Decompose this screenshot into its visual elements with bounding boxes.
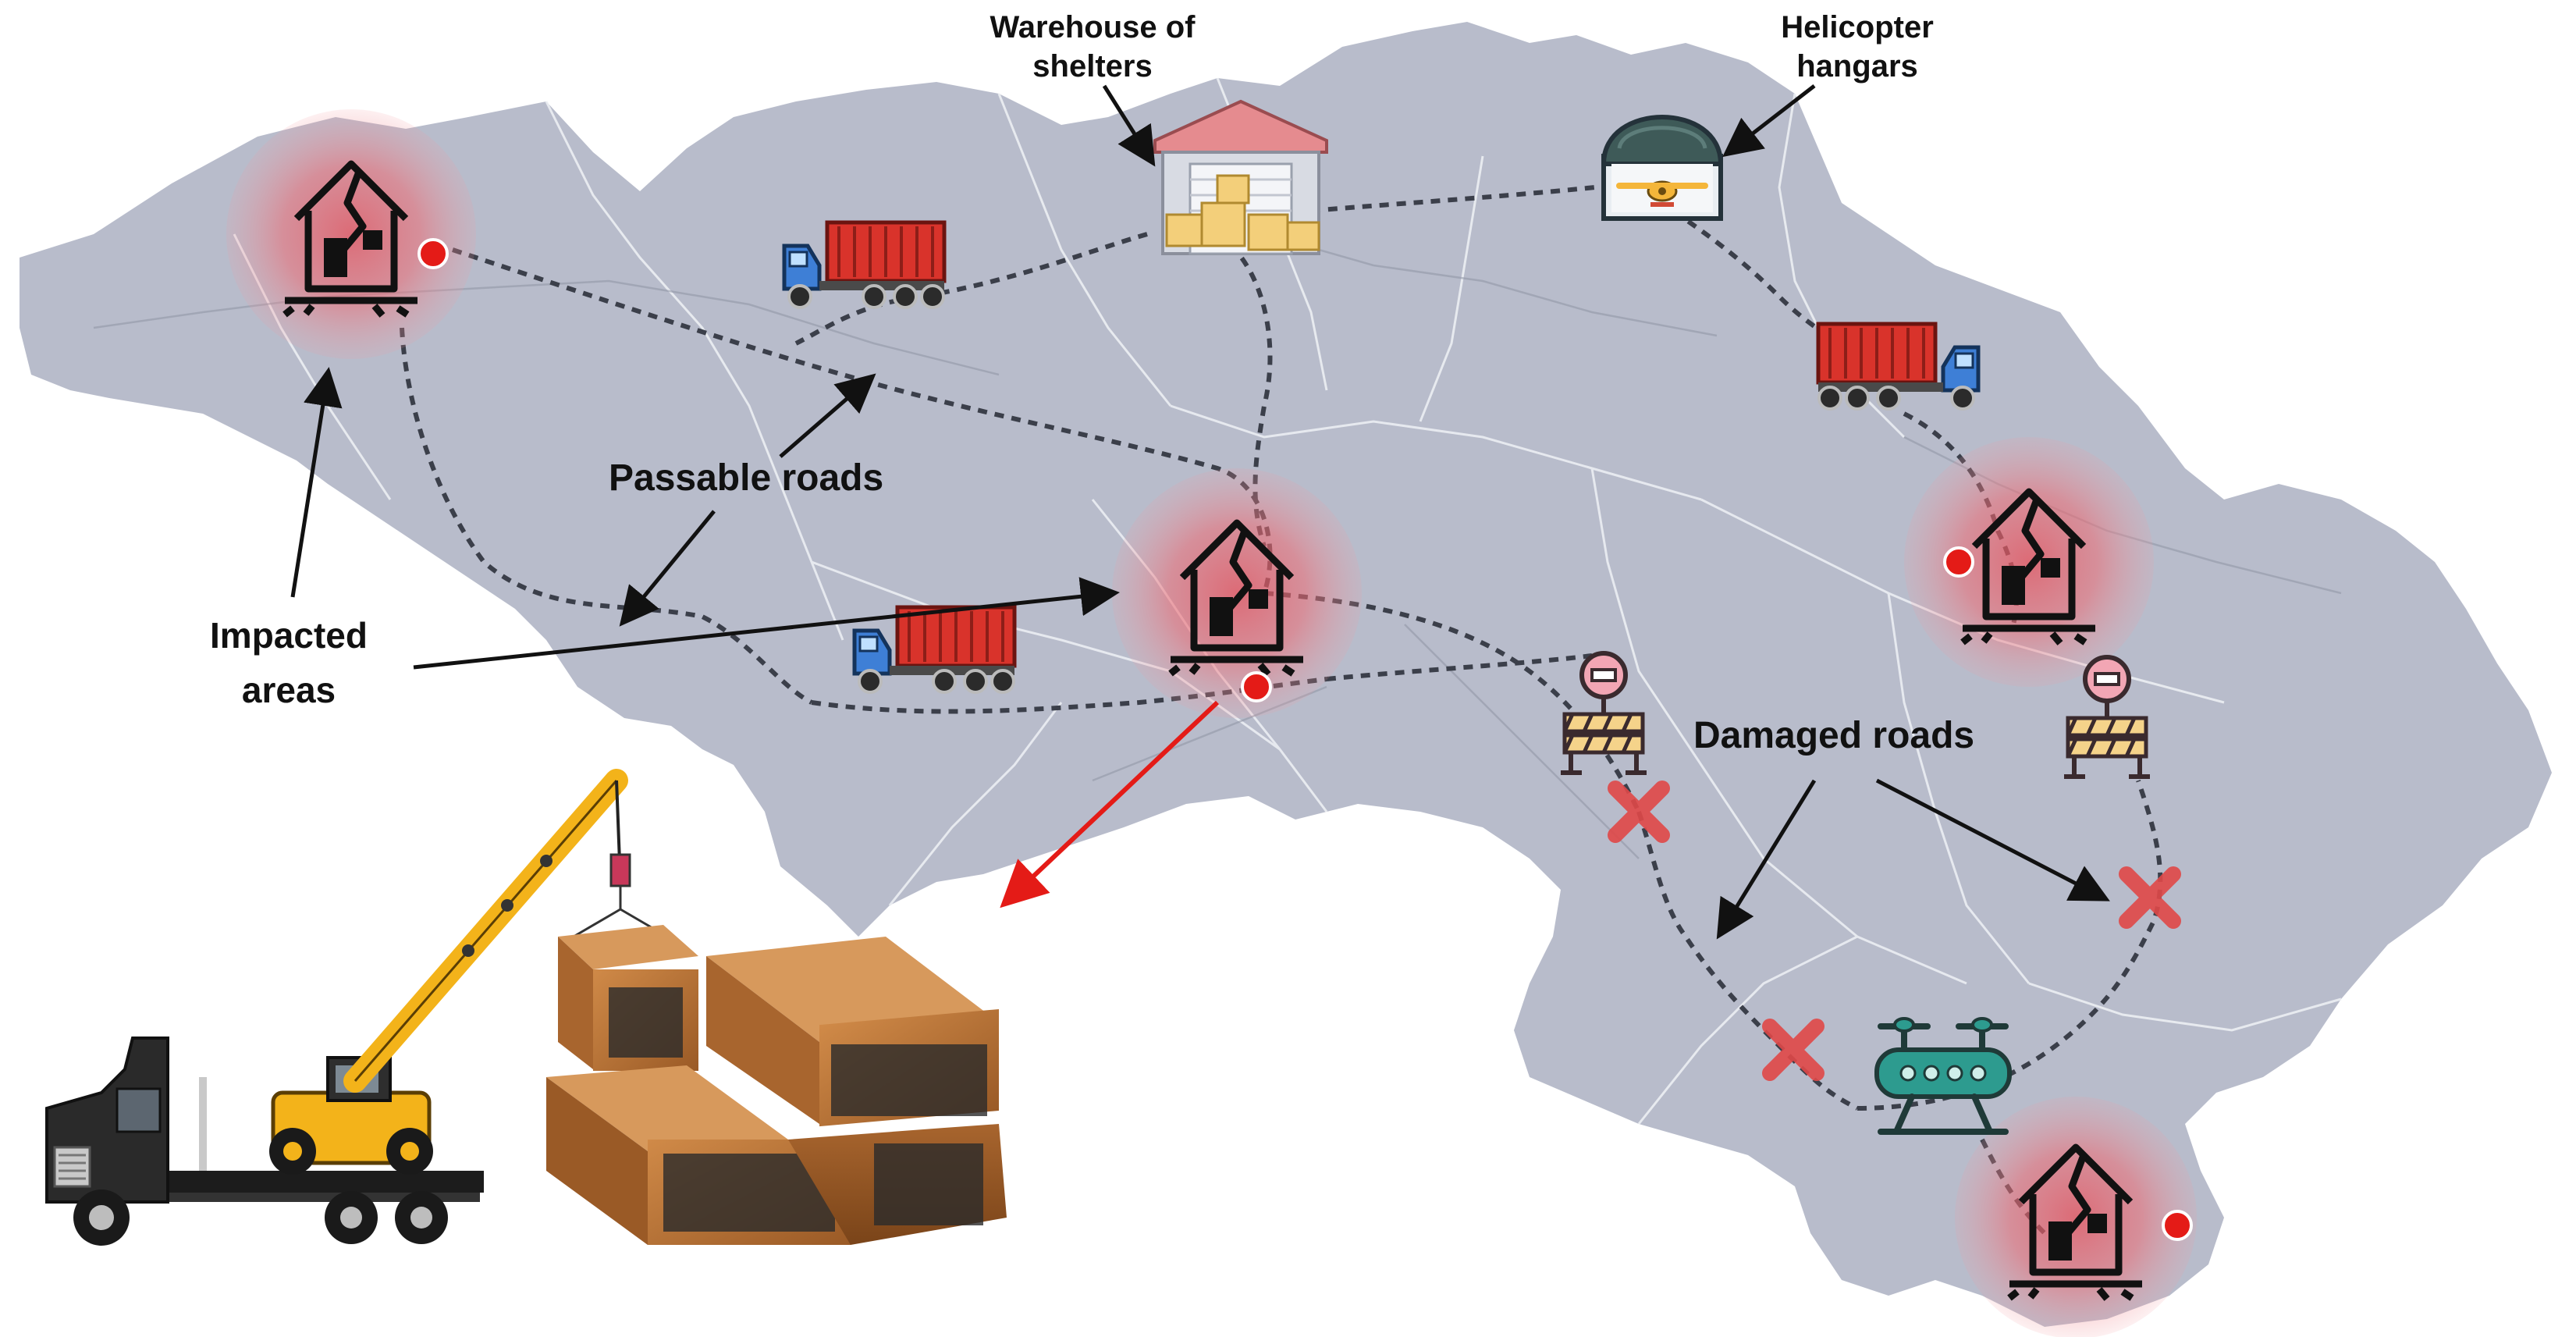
collapsed-house-icon <box>2007 1143 2142 1301</box>
helicopter-label-line1: Helicopter <box>1781 10 1934 44</box>
road-center-to-east <box>1326 653 1593 681</box>
arrow-to-shelters <box>1000 700 1220 909</box>
road-warehouse-to-hangar <box>1310 181 1632 213</box>
helicopter-label-line2: hangars <box>1796 49 1918 84</box>
helicopter-hangar-icon <box>1601 115 1724 221</box>
arrow-impacted-right <box>413 577 1120 670</box>
collapsed-house-icon <box>282 160 417 318</box>
container-truck-icon <box>1816 322 1981 411</box>
annotation-arrows <box>290 84 2110 940</box>
modular-shelter-icon <box>546 925 1007 1245</box>
arrow-damaged-right <box>1875 778 2110 901</box>
road-warehouse-to-truck <box>794 232 1148 346</box>
arrow-passable-down <box>619 510 716 627</box>
red-cross-icon <box>1762 1019 1825 1081</box>
impact-glow <box>226 109 476 359</box>
impacted-areas-label-line2: areas <box>242 670 336 710</box>
drone-icon <box>1874 1017 2012 1135</box>
warehouse-icon <box>1153 99 1328 255</box>
crane-truck-icon <box>45 769 668 1246</box>
arrow-damaged-left <box>1716 779 1817 940</box>
arrow-passable-up <box>779 373 876 458</box>
arrow-impacted-up <box>290 367 343 598</box>
container-truck-icon <box>782 220 947 309</box>
warehouse-label-line2: shelters <box>1032 49 1152 84</box>
impact-glow <box>1112 468 1362 718</box>
impacted-areas-label-line1: Impacted <box>210 615 368 656</box>
collapsed-house-icon <box>1960 488 2095 645</box>
impacted-area-nw <box>226 109 476 359</box>
arrow-warehouse <box>1102 84 1156 167</box>
impact-glow <box>1955 1097 2197 1337</box>
passable-roads-label: Passable roads <box>609 457 883 499</box>
collapsed-house-icon <box>1168 519 1303 677</box>
impacted-area-south <box>1955 1097 2197 1337</box>
location-dot <box>2162 1210 2193 1241</box>
arrow-hangar <box>1722 84 1816 158</box>
warehouse-label-line1: Warehouse of <box>990 10 1196 44</box>
location-dot <box>1241 671 1272 702</box>
location-dot <box>1943 546 1974 578</box>
impacted-area-east <box>1904 437 2154 687</box>
red-cross-icon <box>2119 866 2181 929</box>
impacted-area-center <box>1112 468 1362 718</box>
road-barrier-icon <box>2064 655 2150 779</box>
location-dot <box>417 238 449 269</box>
road-barrier-icon <box>1561 651 1647 775</box>
container-truck-icon <box>852 605 1017 694</box>
red-cross-icon <box>1608 781 1670 843</box>
road-nw-down-west <box>400 327 813 705</box>
impact-glow <box>1904 437 2154 687</box>
road-truck-east-to-impact <box>1903 411 2019 625</box>
damaged-roads-label: Damaged roads <box>1693 715 1974 756</box>
